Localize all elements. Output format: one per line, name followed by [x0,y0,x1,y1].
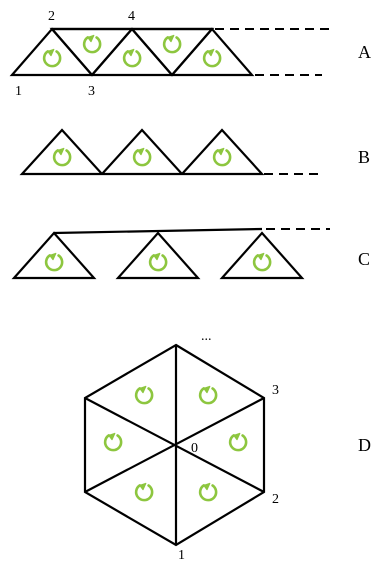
counterclockwise-arrow-icon [103,432,123,452]
row-c: C [11,227,370,280]
counterclockwise-arrow-icon [198,385,218,405]
vertex-label-2: 2 [272,492,279,507]
row-b: B [19,128,370,176]
counterclockwise-arrow-icon [212,147,232,167]
row-c-top-connector [53,227,263,235]
vertex-label-0: 0 [191,441,198,456]
row-c-triangles [11,231,305,280]
vertex-label-2: 2 [48,9,55,24]
row-label-b: B [358,147,370,167]
vertex-label-3: 3 [272,383,279,398]
counterclockwise-arrow-icon [148,252,168,272]
counterclockwise-arrow-icon [228,432,248,452]
vertex-label-1: 1 [178,548,185,561]
counterclockwise-arrow-icon [202,48,222,68]
vertex-label-3: 3 [88,84,95,99]
counterclockwise-arrow-icon [134,385,154,405]
counterclockwise-arrow-icon [132,147,152,167]
counterclockwise-arrow-icon [252,252,272,272]
row-label-c: C [358,249,370,269]
counterclockwise-arrow-icon [52,147,72,167]
ellipsis-label: ... [201,329,212,344]
row-label-a: A [358,42,371,62]
vertex-label-4: 4 [128,9,135,24]
counterclockwise-arrow-icon [44,252,64,272]
row-a: 2 4 1 3 A [9,9,371,99]
counterclockwise-arrow-icon [162,34,182,54]
counterclockwise-arrow-icon [82,34,102,54]
row-d-hexagon: 0 3 2 1 ... D [83,329,371,561]
hexagon-spoke-diagonal-up [84,397,265,493]
row-b-triangles [19,128,265,176]
vertex-label-1: 1 [15,84,22,99]
counterclockwise-arrow-icon [134,482,154,502]
counterclockwise-arrow-icon [42,48,62,68]
counterclockwise-arrow-icon [198,482,218,502]
counterclockwise-arrow-icon [122,48,142,68]
row-label-d: D [358,435,371,455]
